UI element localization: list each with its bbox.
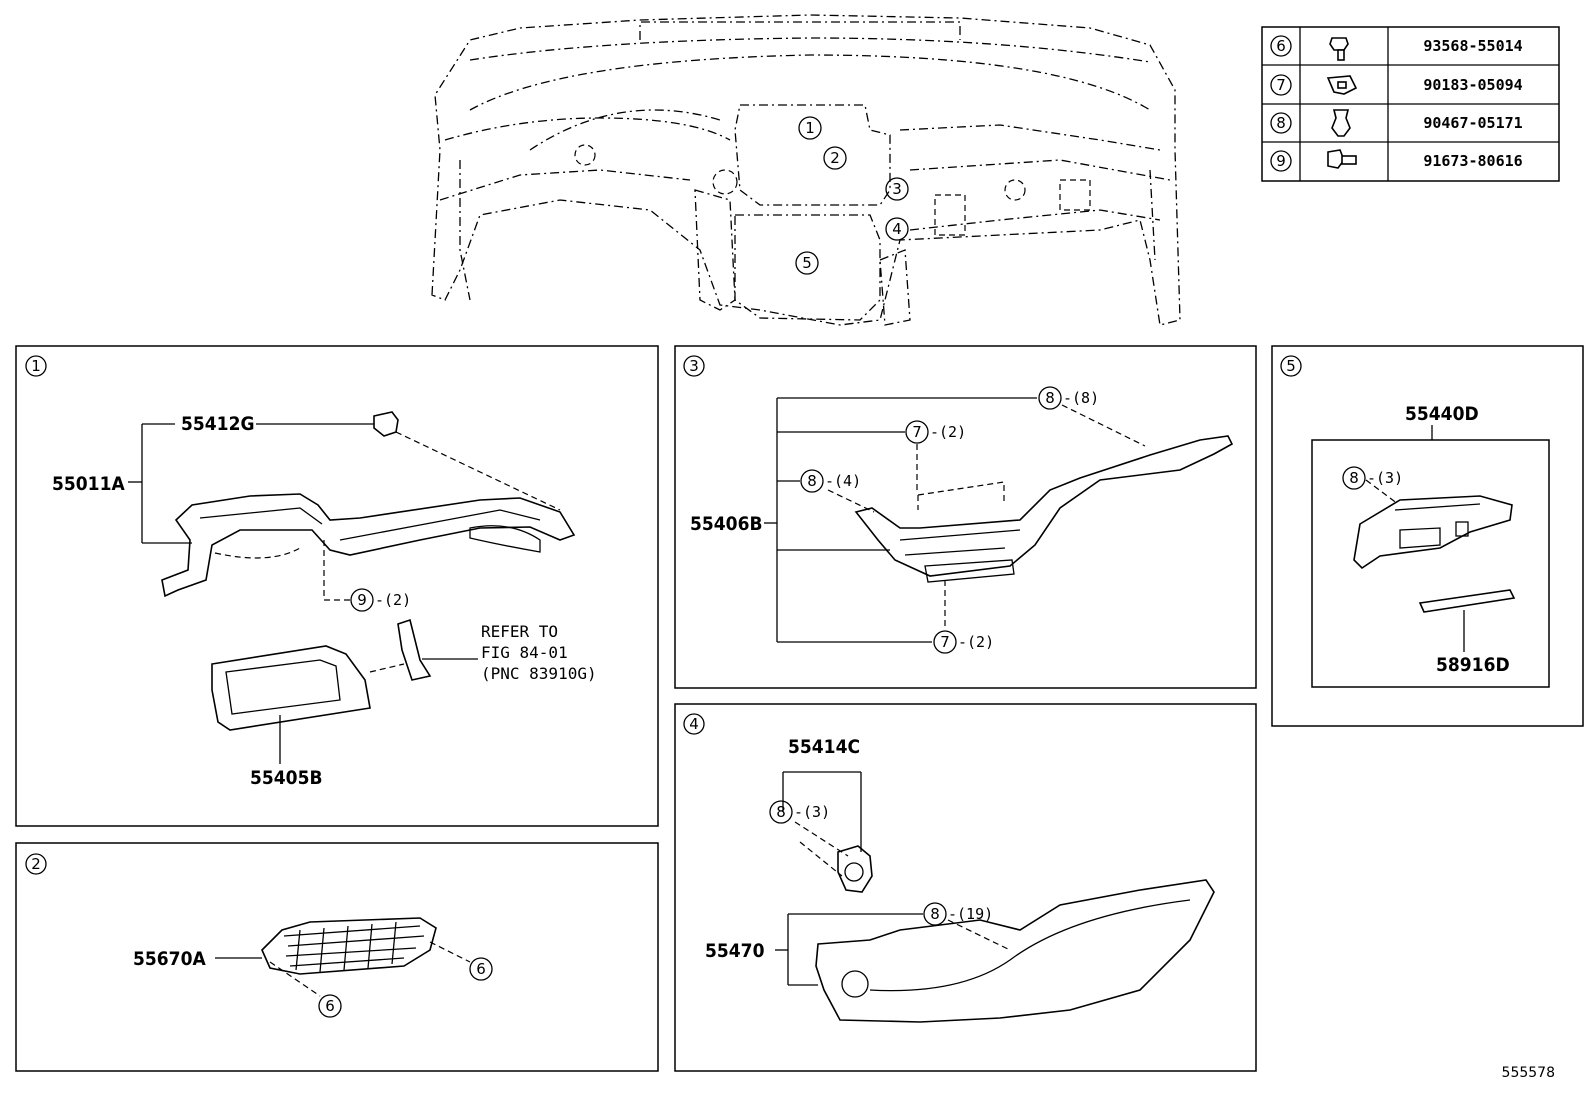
panel-2: 2 55670A 6 6 bbox=[15, 842, 659, 1072]
fastener-part-no: 91673-80616 bbox=[1423, 152, 1522, 170]
callout-8-qty: -(3) bbox=[1367, 469, 1403, 487]
overview-callout-5-text: 5 bbox=[802, 254, 812, 272]
callout-9-qty: -(2) bbox=[375, 591, 411, 609]
fastener-part-no: 93568-55014 bbox=[1423, 37, 1522, 55]
push-clip-icon bbox=[1331, 109, 1351, 137]
overview-callout-3: 3 bbox=[885, 177, 909, 201]
overview-callout-4: 4 bbox=[885, 217, 909, 241]
fastener-row-7: 7 90183-05094 bbox=[1270, 74, 1523, 96]
panel-3: 3 55406B 8 -(8) 7 -(2) 8 -(4) 7 -(2) bbox=[674, 345, 1257, 689]
callout-8-ref: 8 bbox=[1349, 469, 1359, 487]
panel-5-index: 5 bbox=[1286, 357, 1296, 375]
part-55414c-drawing bbox=[837, 845, 873, 893]
overview-callout-1: 1 bbox=[798, 116, 822, 140]
part-55406b-drawing bbox=[854, 435, 1234, 577]
part-55011a-drawing bbox=[161, 493, 576, 598]
overview-callout-1-text: 1 bbox=[805, 119, 815, 137]
label-58916d: 58916D bbox=[1436, 654, 1510, 676]
overview-callout-2-text: 2 bbox=[830, 149, 840, 167]
panel-4: 4 55414C 55470 8 -(3) 8 -(19) bbox=[674, 703, 1257, 1072]
callout-9-ref: 9 bbox=[357, 591, 367, 609]
referenced-part-drawing bbox=[397, 618, 432, 681]
label-55414c: 55414C bbox=[788, 736, 860, 758]
fastener-ref: 9 bbox=[1276, 152, 1286, 170]
callout-8-qty: -(8) bbox=[1063, 389, 1099, 407]
callout-8-qty: -(19) bbox=[948, 905, 993, 923]
callout-6-bottom: 6 bbox=[325, 997, 335, 1015]
part-55405b-drawing bbox=[211, 645, 371, 731]
overview-callout-2: 2 bbox=[823, 146, 847, 170]
fastener-table: 6 93568-55014 7 90183-05094 8 90467-0517… bbox=[1261, 26, 1560, 182]
refer-line-1: REFER TO bbox=[481, 622, 558, 641]
callout-8-ref: 8 bbox=[776, 803, 786, 821]
label-55412g: 55412G bbox=[181, 413, 255, 435]
fastener-ref: 8 bbox=[1276, 114, 1286, 132]
fastener-row-8: 8 90467-05171 bbox=[1270, 109, 1523, 137]
label-55405b: 55405B bbox=[250, 767, 323, 789]
callout-7-qty: -(2) bbox=[930, 423, 966, 441]
part-55470-drawing bbox=[815, 879, 1215, 1023]
screw-icon bbox=[1327, 149, 1357, 169]
panel-5: 5 55440D 58916D 8 -(3) bbox=[1271, 345, 1584, 727]
fastener-ref: 6 bbox=[1276, 37, 1286, 55]
callout-8-qty: -(4) bbox=[825, 472, 861, 490]
callout-8-ref: 8 bbox=[930, 905, 940, 923]
illustration-id: 555578 bbox=[1502, 1065, 1555, 1081]
bolt-icon bbox=[1329, 37, 1349, 61]
callout-6-right: 6 bbox=[476, 960, 486, 978]
label-55406b: 55406B bbox=[690, 513, 763, 535]
fastener-part-no: 90183-05094 bbox=[1423, 76, 1522, 94]
label-55670a: 55670A bbox=[133, 948, 206, 970]
label-55011a: 55011A bbox=[52, 473, 125, 495]
panel-1: 1 55412G 55011A 55405B 9 -(2) REFER TO bbox=[15, 345, 659, 827]
fastener-row-9: 9 91673-80616 bbox=[1270, 149, 1523, 172]
overview-callout-5: 5 bbox=[795, 251, 819, 275]
overview-callout-3-text: 3 bbox=[892, 180, 902, 198]
part-55440d-drawing bbox=[1353, 495, 1513, 570]
part-58916d-drawing bbox=[1418, 589, 1516, 613]
dashboard-overview-drawing bbox=[431, 14, 1181, 326]
callout-7-ref: 7 bbox=[912, 423, 922, 441]
callout-7-qty: -(2) bbox=[958, 633, 994, 651]
refer-line-2: FIG 84-01 bbox=[481, 643, 568, 662]
callout-7-ref: 7 bbox=[940, 633, 950, 651]
label-55440d: 55440D bbox=[1405, 403, 1479, 425]
callout-8-ref: 8 bbox=[1045, 389, 1055, 407]
panel-2-index: 2 bbox=[31, 855, 41, 873]
u-nut-clip-icon bbox=[1326, 75, 1358, 95]
panel-4-index: 4 bbox=[689, 715, 699, 733]
label-55470: 55470 bbox=[705, 940, 765, 962]
part-55412g-drawing bbox=[373, 411, 399, 437]
overview-callout-4-text: 4 bbox=[892, 220, 902, 238]
fastener-ref: 7 bbox=[1276, 76, 1286, 94]
callout-8-qty: -(3) bbox=[794, 803, 830, 821]
refer-line-3: (PNC 83910G) bbox=[481, 664, 597, 683]
fastener-part-no: 90467-05171 bbox=[1423, 114, 1522, 132]
panel-3-index: 3 bbox=[689, 357, 699, 375]
panel-1-index: 1 bbox=[31, 357, 41, 375]
fastener-row-6: 6 93568-55014 bbox=[1270, 35, 1523, 61]
callout-8-ref: 8 bbox=[807, 472, 817, 490]
